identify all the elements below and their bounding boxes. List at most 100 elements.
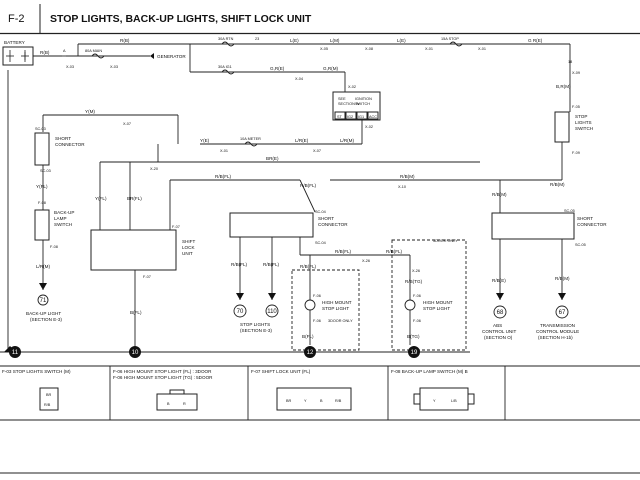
connector-label: SC-05: [564, 209, 575, 213]
wire-label: L/R(M): [36, 264, 51, 269]
bu-label: SWITCH: [54, 222, 72, 227]
wire-label: B,R(M): [556, 84, 571, 89]
fuse-ig1-label: 30A IG1: [218, 65, 232, 69]
sl-label: LOCK: [182, 245, 195, 250]
wire-label: R/B(FL): [335, 249, 352, 254]
arrow-down-icon: [39, 283, 47, 290]
ref-text: 110: [267, 309, 277, 315]
connector-label: X-05: [320, 47, 328, 51]
conn-pin: A: [63, 49, 66, 53]
sc-label: CONNECTOR: [318, 222, 348, 227]
connector-label: F-06: [313, 294, 321, 298]
hm-label: HIGH MOUNT: [423, 300, 453, 305]
caption: CONTROL MODULE: [536, 329, 579, 334]
connector-label: X-20: [150, 167, 158, 171]
fuse-main-symbol: [91, 53, 105, 59]
door5-region: [391, 239, 467, 351]
connector-label: X-10: [398, 185, 406, 189]
battery: BATTERY: [2, 40, 34, 66]
wire-label: B(FL): [130, 310, 142, 315]
pin-label: R/B: [44, 403, 51, 407]
backup-lamp-switch: [34, 209, 50, 241]
wire-label: R/B(FL): [231, 262, 248, 267]
pin-label: BR: [286, 399, 292, 403]
connector-label: X-01: [425, 47, 433, 51]
ignition-switch: SEE SECTION W IGNITION SWITCH ST IG2 IG1…: [332, 91, 381, 129]
pin-num: 18: [568, 60, 572, 64]
ign-term: IG2: [347, 115, 353, 119]
ref-text: 71: [40, 298, 47, 304]
wire-label: L(E): [290, 38, 299, 43]
high-mount-lamp-left: [304, 299, 316, 311]
connector-label: F-09: [572, 151, 580, 155]
short-connector-center: [229, 212, 314, 238]
generator-arrow-icon: [150, 53, 154, 59]
connector-label: F-06: [313, 319, 321, 323]
connector-label: X-09: [572, 71, 580, 75]
pin-label: L/B: [451, 399, 457, 403]
connector-label: F-06: [413, 294, 421, 298]
view-f03-connector: BR R/B: [39, 387, 59, 411]
sl-label: SHIFT: [182, 239, 195, 244]
door5-label: 5DOOR ONLY: [433, 239, 458, 243]
wire-label: R/B(FL): [386, 249, 403, 254]
ign-term: ST: [337, 115, 343, 119]
sc-label: SHORT: [318, 216, 334, 221]
ign-text: SEE: [338, 97, 346, 101]
wire-label: Y(FL): [95, 196, 107, 201]
shift-lock-unit: [90, 229, 177, 271]
pin-label: R: [183, 402, 186, 406]
wire-label: R/B(FL): [263, 262, 280, 267]
wire-label: L(E): [397, 38, 406, 43]
connector-label: F-08: [50, 245, 58, 249]
fuse-stop-symbol: [449, 41, 463, 47]
ign-term: ACC: [369, 115, 377, 119]
pin-label: R/B: [335, 399, 342, 403]
ref-71: [37, 294, 49, 306]
caption: (SECTION H-1b): [538, 335, 573, 340]
ign-text: IGNITION: [355, 97, 372, 101]
wire-label: BR(FL): [127, 196, 142, 201]
wire-label: R/B(E): [492, 278, 506, 283]
connector-label: SC-03: [40, 169, 51, 173]
generator-label: GENERATOR: [157, 54, 186, 59]
wire-label: Y(FL): [36, 184, 48, 189]
ref-text: 67: [559, 310, 566, 316]
page-number: F-2: [8, 13, 25, 25]
sc-label: SHORT: [577, 216, 593, 221]
ref-67: [555, 305, 569, 319]
pin-num: 23: [255, 37, 259, 41]
wire-label: R/B(M): [550, 182, 565, 187]
wire-label: Y(E): [200, 138, 210, 143]
sl-label: UNIT: [182, 251, 193, 256]
header-bar: [0, 0, 640, 34]
pin-label: B: [167, 402, 170, 406]
ground-11: [9, 346, 21, 358]
connector-label: X-04: [295, 77, 303, 81]
connector-label: F-07: [143, 275, 151, 279]
ref-70: [233, 304, 247, 318]
fuse-ig1-symbol: [221, 69, 235, 75]
stop-lights-switch: [554, 111, 570, 143]
view-title-f08: F-08 BACK-UP LAMP SWITCH (M) B: [391, 369, 468, 374]
wire-label: R/B(M): [400, 174, 415, 179]
connector-label: F-06: [413, 319, 421, 323]
hm-label: STOP LIGHT: [322, 306, 349, 311]
ground-19: [408, 346, 420, 358]
connector-label: X-07: [313, 149, 321, 153]
hm-label: STOP LIGHT: [423, 306, 450, 311]
arrow-down-icon: [236, 293, 244, 300]
caption: (SECTION E-3): [30, 317, 62, 322]
ss-label: LIGHTS: [575, 120, 592, 125]
ref-68: [493, 305, 507, 319]
ground-text: 10: [132, 350, 139, 356]
arrow-down-icon: [558, 293, 566, 300]
wire-label: R/B(TG): [405, 279, 423, 284]
sc-label: CONNECTOR: [577, 222, 607, 227]
connector-label: X-02: [365, 125, 373, 129]
page-title: STOP LIGHTS, BACK-UP LIGHTS, SHIFT LOCK …: [50, 13, 312, 25]
fuse-rtn-label: 30A RTN: [218, 37, 234, 41]
battery-label: BATTERY: [4, 40, 25, 45]
caption: STOP LIGHTS: [240, 322, 270, 327]
connector-label: X-01: [478, 47, 486, 51]
